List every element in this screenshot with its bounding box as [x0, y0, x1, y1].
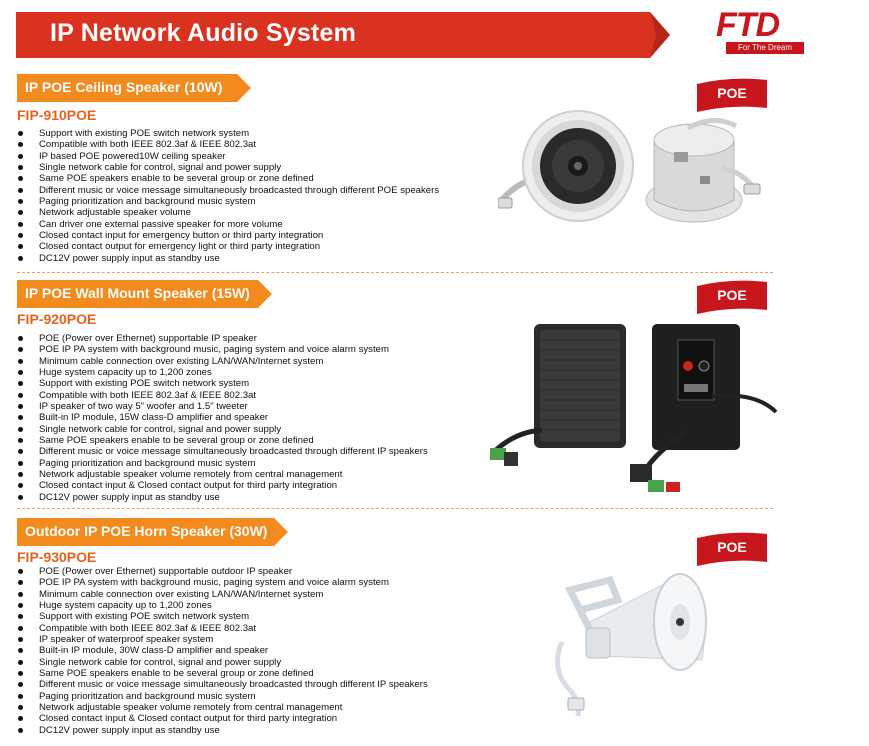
list-item: Minimum cable connection over existing L… [17, 589, 428, 600]
section-title: IP POE Wall Mount Speaker (15W) [25, 285, 250, 301]
list-item: Built-in IP module, 30W class-D amplifie… [17, 645, 428, 656]
list-item: Compatible with both IEEE 802.3af & IEEE… [17, 390, 428, 401]
list-item: Different music or voice message simulta… [17, 185, 439, 196]
model-number: FIP-910POE [17, 107, 97, 123]
model-number: FIP-930POE [17, 549, 97, 565]
ftd-logo: FTD For The Dream [716, 6, 808, 56]
list-item: Closed contact input & Closed contact ou… [17, 713, 428, 724]
list-item: Support with existing POE switch network… [17, 611, 428, 622]
list-item: Different music or voice message simulta… [17, 679, 428, 690]
list-item: Paging prioritization and background mus… [17, 691, 428, 702]
section-banner-horn: Outdoor IP POE Horn Speaker (30W) [17, 518, 288, 546]
list-item: POE (Power over Ethernet) supportable IP… [17, 333, 428, 344]
list-item: DC12V power supply input as standby use [17, 492, 428, 503]
logo-tagline: For The Dream [726, 42, 804, 54]
list-item: Compatible with both IEEE 802.3af & IEEE… [17, 139, 439, 150]
section-banner-shape [17, 518, 288, 546]
list-item: Single network cable for control, signal… [17, 162, 439, 173]
list-item: POE IP PA system with background music, … [17, 344, 428, 355]
list-item: Closed contact input for emergency butto… [17, 230, 439, 241]
list-item: Minimum cable connection over existing L… [17, 356, 428, 367]
ceiling-speaker-back-image [645, 118, 761, 223]
poe-badge: POE [697, 78, 767, 112]
list-item: POE IP PA system with background music, … [17, 577, 428, 588]
page-title: IP Network Audio System [50, 19, 357, 47]
logo-text: FTD [716, 6, 780, 44]
list-item: Network adjustable speaker volume remote… [17, 469, 428, 480]
poe-badge-shape [697, 78, 767, 112]
poe-badge-shape [697, 280, 767, 314]
model-number: FIP-920POE [17, 311, 97, 327]
list-item: DC12V power supply input as standby use [17, 725, 428, 736]
list-item: Same POE speakers enable to be several g… [17, 173, 439, 184]
section-title: IP POE Ceiling Speaker (10W) [25, 79, 223, 95]
list-item: Closed contact output for emergency ligh… [17, 241, 439, 252]
poe-badge-label: POE [717, 287, 747, 303]
section-banner-shape [17, 280, 272, 308]
list-item: Support with existing POE switch network… [17, 128, 439, 139]
list-item: Paging prioritization and background mus… [17, 196, 439, 207]
section-divider [17, 508, 773, 509]
feature-list: POE (Power over Ethernet) supportable ou… [17, 566, 428, 736]
list-item: Paging prioritization and background mus… [17, 458, 428, 469]
list-item: Built-in IP module, 15W class-D amplifie… [17, 412, 428, 423]
list-item: Network adjustable speaker volume remote… [17, 702, 428, 713]
wall-speaker-back-image [630, 324, 778, 492]
list-item: Support with existing POE switch network… [17, 378, 428, 389]
list-item: IP based POE powered10W ceiling speaker [17, 151, 439, 162]
list-item: Closed contact input & Closed contact ou… [17, 480, 428, 491]
list-item: Single network cable for control, signal… [17, 424, 428, 435]
section-divider [17, 272, 773, 273]
section-banner-wall-mount: IP POE Wall Mount Speaker (15W) [17, 280, 272, 308]
list-item: Huge system capacity up to 1,200 zones [17, 367, 428, 378]
list-item: Huge system capacity up to 1,200 zones [17, 600, 428, 611]
poe-badge: POE [697, 280, 767, 314]
list-item: DC12V power supply input as standby use [17, 253, 439, 264]
list-item: Compatible with both IEEE 802.3af & IEEE… [17, 623, 428, 634]
feature-list: POE (Power over Ethernet) supportable IP… [17, 333, 428, 503]
poe-badge-shape [697, 532, 767, 566]
ceiling-speaker-front-image [498, 110, 634, 222]
header-banner-shape [16, 12, 670, 58]
list-item: Can driver one external passive speaker … [17, 219, 439, 230]
section-title: Outdoor IP POE Horn Speaker (30W) [25, 523, 268, 539]
list-item: Single network cable for control, signal… [17, 657, 428, 668]
section-banner-shape [17, 74, 251, 102]
wall-speaker-front-image [490, 324, 626, 466]
feature-list: Support with existing POE switch network… [17, 128, 439, 264]
list-item: IP speaker of waterproof speaker system [17, 634, 428, 645]
section-banner-ceiling: IP POE Ceiling Speaker (10W) [17, 74, 251, 102]
poe-badge-label: POE [717, 539, 747, 555]
list-item: POE (Power over Ethernet) supportable ou… [17, 566, 428, 577]
list-item: Same POE speakers enable to be several g… [17, 435, 428, 446]
horn-speaker-image [555, 573, 707, 717]
poe-badge: POE [697, 532, 767, 566]
poe-badge-label: POE [717, 85, 747, 101]
list-item: IP speaker of two way 5" woofer and 1.5"… [17, 401, 428, 412]
list-item: Same POE speakers enable to be several g… [17, 668, 428, 679]
header-banner: IP Network Audio System [16, 12, 670, 58]
list-item: Different music or voice message simulta… [17, 446, 428, 457]
list-item: Network adjustable speaker volume [17, 207, 439, 218]
